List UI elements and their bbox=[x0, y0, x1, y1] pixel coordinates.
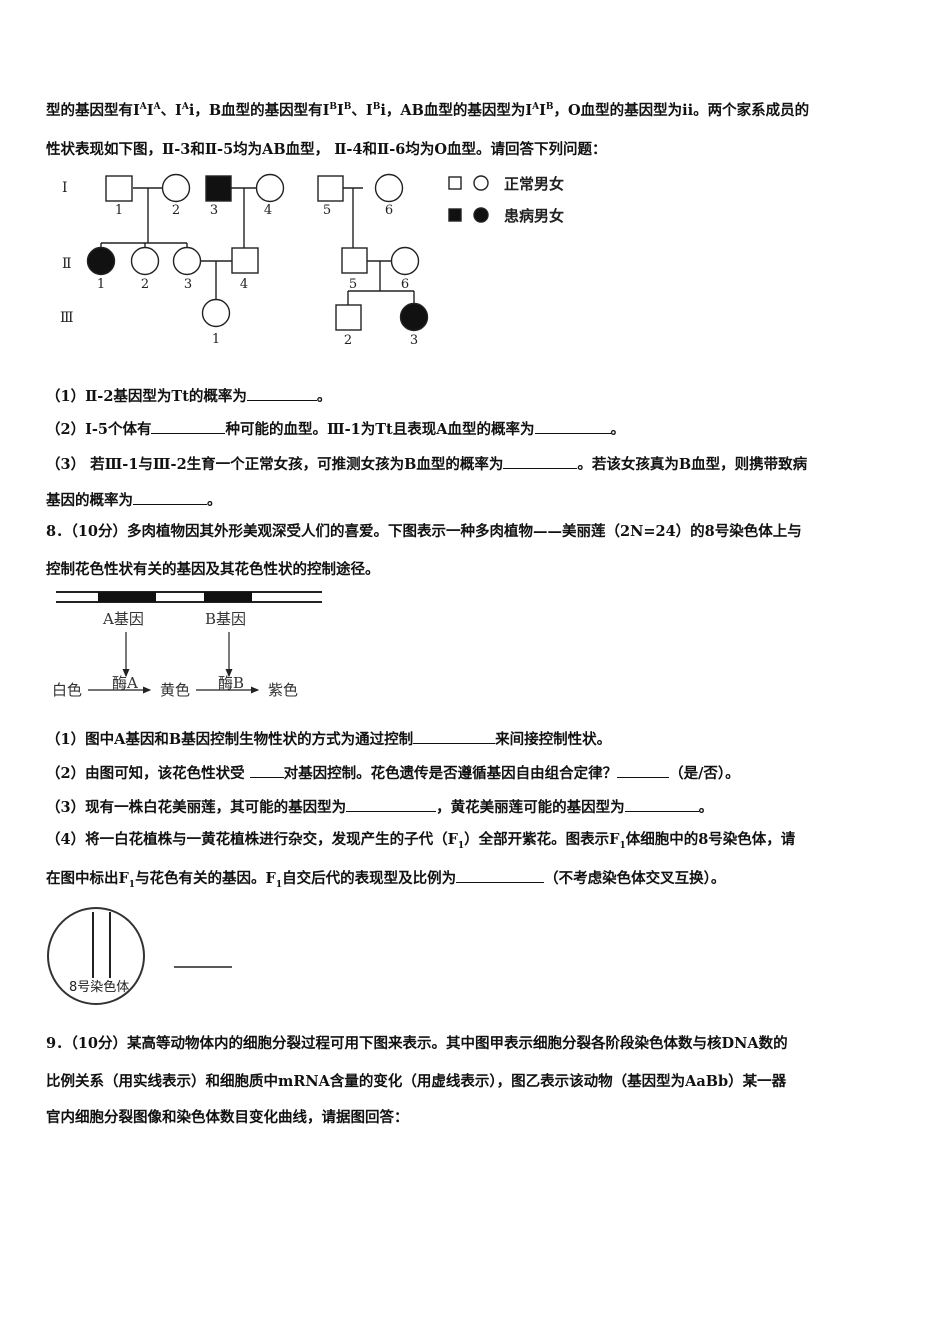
color-pathway-diagram: A基因 B基因 白色 酶A 黄色 酶B 紫色 bbox=[52, 591, 322, 699]
II-3-female bbox=[172, 246, 202, 276]
q9-stem-3: 官内细胞分裂图像和染色体数目变化曲线，请据图回答： bbox=[46, 1109, 409, 1126]
answer-blank[interactable] bbox=[456, 866, 545, 883]
cell-label: 8号染色体 bbox=[69, 979, 129, 995]
white-label: 白色 bbox=[52, 681, 82, 699]
legend-normal-male bbox=[448, 176, 462, 190]
svg-text:2: 2 bbox=[172, 203, 180, 218]
svg-text:1: 1 bbox=[115, 203, 123, 218]
II-4-male bbox=[231, 247, 259, 274]
svg-text:3: 3 bbox=[184, 277, 192, 292]
q7-part-2: （2）Ⅰ-5个体有种可能的血型。Ⅲ-1为Tt且表现A血型的概率为。 bbox=[46, 417, 906, 440]
svg-text:1: 1 bbox=[97, 277, 105, 292]
svg-text:2: 2 bbox=[344, 333, 352, 348]
I-5-male bbox=[317, 175, 344, 202]
gen-label-III: Ⅲ bbox=[60, 310, 74, 326]
intro-line-2: 性状表现如下图，Ⅱ-3和Ⅱ-5均为AB血型， Ⅱ-4和Ⅱ-6均为O血型。请回答下… bbox=[46, 141, 607, 158]
II-5-male bbox=[341, 247, 368, 274]
q7-part-1: （1）Ⅱ-2基因型为Tt的概率为。 bbox=[46, 384, 906, 407]
yellow-label: 黄色 bbox=[160, 681, 190, 699]
answer-blank[interactable] bbox=[151, 417, 226, 434]
svg-text:5: 5 bbox=[323, 203, 331, 218]
svg-text:3: 3 bbox=[410, 333, 418, 348]
gene-B-band bbox=[204, 592, 252, 602]
svg-text:6: 6 bbox=[401, 277, 409, 292]
pedigree-diagram: Ⅰ Ⅱ Ⅲ 1 2 3 4 5 6 1 2 3 4 5 6 1 2 3 正常男女… bbox=[60, 173, 564, 348]
intro-line-1: 型的基因型有IAIA、IAi，B血型的基因型有IBIB、IBi，AB血型的基因型… bbox=[46, 102, 810, 119]
I-2-female bbox=[161, 173, 191, 203]
q8-part-2: （2）由图可知，该花色性状受 对基因控制。花色遗传是否遵循基因自由组合定律？（是… bbox=[46, 761, 906, 784]
enzyme-B-label: 酶B bbox=[218, 674, 244, 692]
q8-part-4-cont: 在图中标出F1与花色有关的基因。F1自交后代的表现型及比例为（不考虑染色体交叉互… bbox=[46, 866, 906, 889]
svg-text:6: 6 bbox=[385, 203, 393, 218]
answer-blank[interactable] bbox=[534, 417, 611, 434]
q9-stem-2: 比例关系（用实线表示）和细胞质中mRNA含量的变化（用虚线表示），图乙表示该动物… bbox=[46, 1073, 787, 1090]
q8-stem-1: 8．（10分）多肉植物因其外形美观深受人们的喜爱。下图表示一种多肉植物——美丽莲… bbox=[46, 523, 802, 540]
II-6-female bbox=[390, 246, 420, 276]
answer-blank[interactable] bbox=[413, 727, 496, 744]
svg-text:3: 3 bbox=[210, 203, 218, 218]
legend-affected-female bbox=[473, 207, 489, 223]
legend-normal-label: 正常男女 bbox=[504, 175, 564, 193]
answer-blank[interactable] bbox=[624, 795, 699, 812]
svg-text:4: 4 bbox=[264, 203, 272, 218]
q8-part-3: （3）现有一株白花美丽莲，其可能的基因型为，黄花美丽莲可能的基因型为。 bbox=[46, 795, 906, 818]
III-2-male bbox=[335, 304, 362, 331]
gene-B-label: B基因 bbox=[205, 610, 246, 628]
svg-text:1: 1 bbox=[212, 332, 220, 347]
I-3-male-affected bbox=[205, 175, 232, 202]
I-4-female bbox=[255, 173, 285, 203]
cell-diagram: 8号染色体 bbox=[47, 907, 232, 1005]
q9-stem-1: 9．（10分）某高等动物体内的细胞分裂过程可用下图来表示。其中图甲表示细胞分裂各… bbox=[46, 1035, 788, 1052]
III-1-female bbox=[201, 298, 231, 328]
svg-text:4: 4 bbox=[240, 277, 248, 292]
gene-A-label: A基因 bbox=[102, 610, 144, 628]
answer-blank[interactable] bbox=[503, 452, 578, 469]
q7-part-3-cont: 基因的概率为。 bbox=[46, 488, 906, 511]
legend-normal-female bbox=[473, 175, 489, 191]
cell-outline bbox=[47, 907, 145, 1005]
answer-blank[interactable] bbox=[346, 795, 437, 812]
q7-part-3: （3） 若Ⅲ-1与Ⅲ-2生育一个正常女孩，可推测女孩为B血型的概率为。若该女孩真… bbox=[46, 452, 906, 475]
gen-label-II: Ⅱ bbox=[62, 256, 72, 272]
II-2-female bbox=[130, 246, 160, 276]
legend-affected-male bbox=[448, 208, 462, 222]
legend-affected-label: 患病男女 bbox=[504, 207, 564, 225]
chromosome-8 bbox=[56, 591, 322, 603]
answer-blank[interactable] bbox=[249, 761, 284, 778]
answer-blank[interactable] bbox=[617, 761, 670, 778]
svg-text:5: 5 bbox=[349, 277, 357, 292]
purple-label: 紫色 bbox=[268, 681, 298, 699]
answer-blank[interactable] bbox=[246, 384, 317, 401]
II-1-female-affected bbox=[86, 246, 116, 276]
I-6-female bbox=[374, 173, 404, 203]
III-3-female-affected bbox=[399, 302, 429, 332]
q8-part-1: （1）图中A基因和B基因控制生物性状的方式为通过控制来间接控制性状。 bbox=[46, 727, 906, 750]
q8-stem-2: 控制花色性状有关的基因及其花色性状的控制途径。 bbox=[46, 561, 380, 578]
I-1-male bbox=[105, 175, 133, 202]
enzyme-A-label: 酶A bbox=[112, 674, 138, 692]
gene-A-band bbox=[98, 592, 156, 602]
gen-label-I: Ⅰ bbox=[62, 180, 68, 196]
svg-text:2: 2 bbox=[141, 277, 149, 292]
answer-blank[interactable] bbox=[133, 488, 207, 505]
q8-part-4: （4）将一白花植株与一黄花植株进行杂交，发现产生的子代（F1）全部开紫花。图表示… bbox=[46, 831, 796, 851]
